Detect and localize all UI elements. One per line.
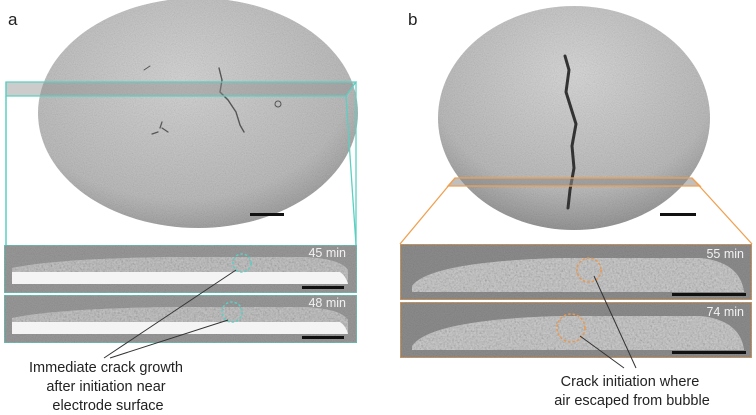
panel-b-slice-1-crack-ring bbox=[576, 257, 602, 283]
panel-a-leader-lines bbox=[103, 269, 237, 359]
panel-a-slice-2-crack-ring bbox=[221, 301, 243, 323]
panel-a-annotation: Immediate crack growth after initiation … bbox=[29, 360, 187, 414]
panel-a-label: a bbox=[8, 10, 18, 29]
panel-a-slice-2-time: 48 min bbox=[308, 296, 346, 310]
panel-a-slice-1: 45 min bbox=[3, 244, 358, 294]
panel-b-annotation: Crack initiation where air escaped from … bbox=[554, 374, 710, 409]
panel-b: b 55 min 74 min bbox=[399, 6, 753, 409]
panel-a-slice-1-time: 45 min bbox=[308, 246, 346, 260]
panel-b-label: b bbox=[408, 10, 417, 29]
panel-b-slice-1: 55 min bbox=[399, 243, 753, 301]
panel-a-slice-1-crack-ring bbox=[232, 253, 252, 273]
panel-a-droplet bbox=[38, 0, 358, 228]
panel-b-slice-2-scale-bar bbox=[672, 351, 746, 354]
panel-a-droplet-cracks bbox=[143, 65, 282, 135]
panel-a-slice-outline bbox=[5, 81, 358, 246]
panel-b-slice-2-time: 74 min bbox=[706, 305, 744, 319]
panel-b-slice-outline bbox=[399, 177, 753, 245]
panel-a-slice-2: 48 min bbox=[3, 294, 358, 344]
panel-a-slice-1-scale-bar bbox=[302, 286, 344, 289]
panel-b-slice-1-time: 55 min bbox=[706, 247, 744, 261]
panel-b-droplet-scale-bar bbox=[660, 213, 696, 216]
panel-b-slice-plane bbox=[446, 177, 702, 187]
panel-a-droplet-scale-bar bbox=[250, 213, 284, 216]
panel-b-leader-lines bbox=[579, 275, 637, 369]
panel-b-slice-1-scale-bar bbox=[672, 293, 746, 296]
panel-a: a 45 min bbox=[3, 0, 358, 414]
panel-b-slice-2-crack-ring bbox=[556, 313, 586, 343]
panel-a-slice-2-scale-bar bbox=[302, 336, 344, 339]
panel-b-slice-2: 74 min bbox=[399, 301, 753, 359]
